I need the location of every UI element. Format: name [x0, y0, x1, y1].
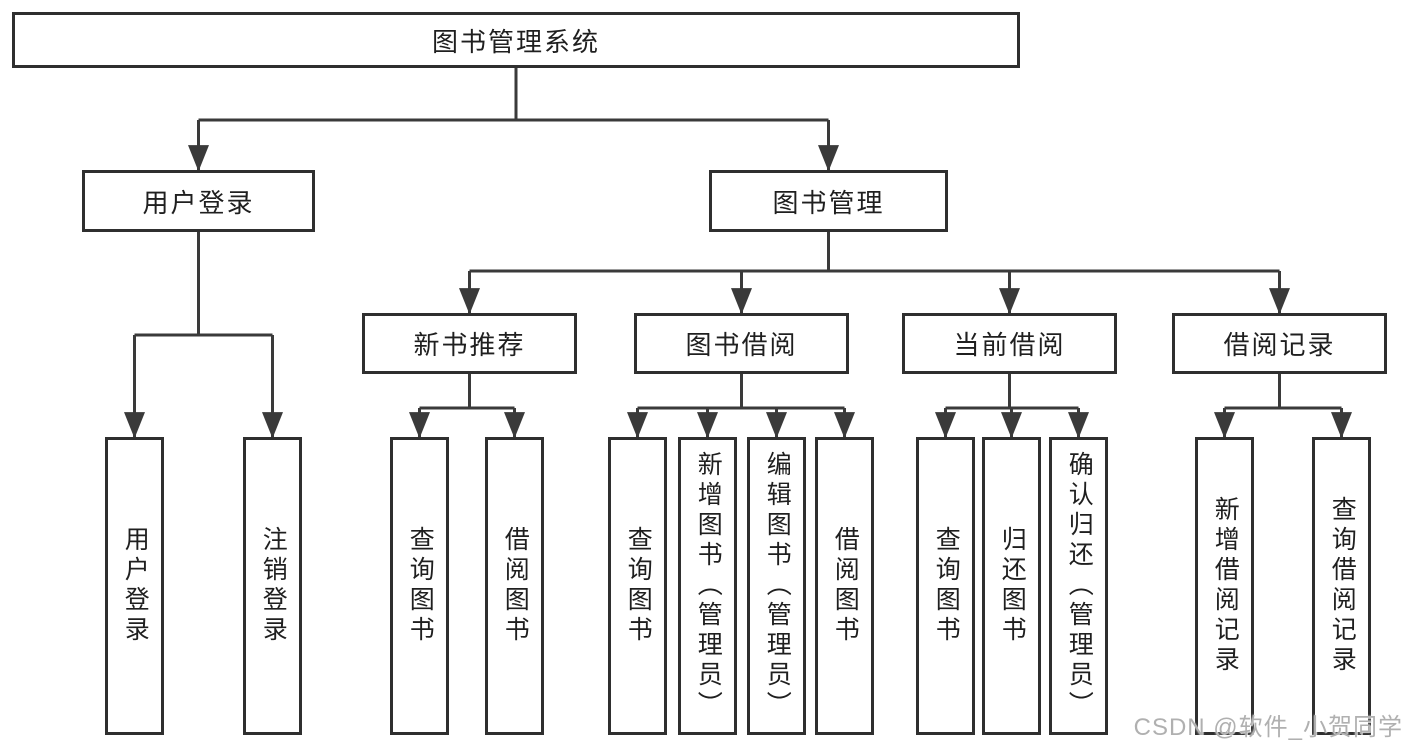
node-new-book-recommend: 新书推荐 — [362, 313, 577, 374]
node-label: 新增图书（管理员） — [694, 451, 723, 721]
node-user-login: 用户登录 — [105, 437, 164, 735]
node-add-borrow-record: 新增借阅记录 — [1195, 437, 1254, 735]
node-label: 查询图书 — [932, 526, 961, 646]
node-label: 注销登录 — [259, 526, 288, 646]
node-edit-book-admin: 编辑图书（管理员） — [747, 437, 806, 735]
node-query-borrow-record: 查询借阅记录 — [1312, 437, 1371, 735]
node-add-book-admin: 新增图书（管理员） — [678, 437, 737, 735]
csdn-watermark: CSDN @软件_小贺同学 — [1133, 714, 1403, 741]
node-label: 查询图书 — [406, 526, 435, 646]
node-label: 确认归还（管理员） — [1065, 451, 1094, 721]
node-confirm-return-admin: 确认归还（管理员） — [1049, 437, 1108, 735]
node-user-login-group: 用户登录 — [82, 170, 315, 232]
node-label: 新增借阅记录 — [1211, 496, 1240, 676]
node-label: 借阅图书 — [831, 526, 860, 646]
node-label: 借阅图书 — [501, 526, 530, 646]
node-borrow-records: 借阅记录 — [1172, 313, 1387, 374]
node-label: 查询图书 — [624, 526, 653, 646]
node-label: 编辑图书（管理员） — [763, 451, 792, 721]
node-book-management: 图书管理 — [709, 170, 948, 232]
node-query-books-recommend: 查询图书 — [390, 437, 449, 735]
node-book-borrowing: 图书借阅 — [634, 313, 849, 374]
node-label: 查询借阅记录 — [1328, 496, 1357, 676]
node-label: 用户登录 — [121, 526, 150, 646]
node-label: 归还图书 — [998, 526, 1027, 646]
node-borrow-books-recommend: 借阅图书 — [485, 437, 544, 735]
node-system-root: 图书管理系统 — [12, 12, 1020, 68]
node-query-books-borrowing: 查询图书 — [608, 437, 667, 735]
node-current-borrowing: 当前借阅 — [902, 313, 1117, 374]
node-borrow-books-borrowing: 借阅图书 — [815, 437, 874, 735]
node-logout: 注销登录 — [243, 437, 302, 735]
node-return-book: 归还图书 — [982, 437, 1041, 735]
node-query-books-current: 查询图书 — [916, 437, 975, 735]
